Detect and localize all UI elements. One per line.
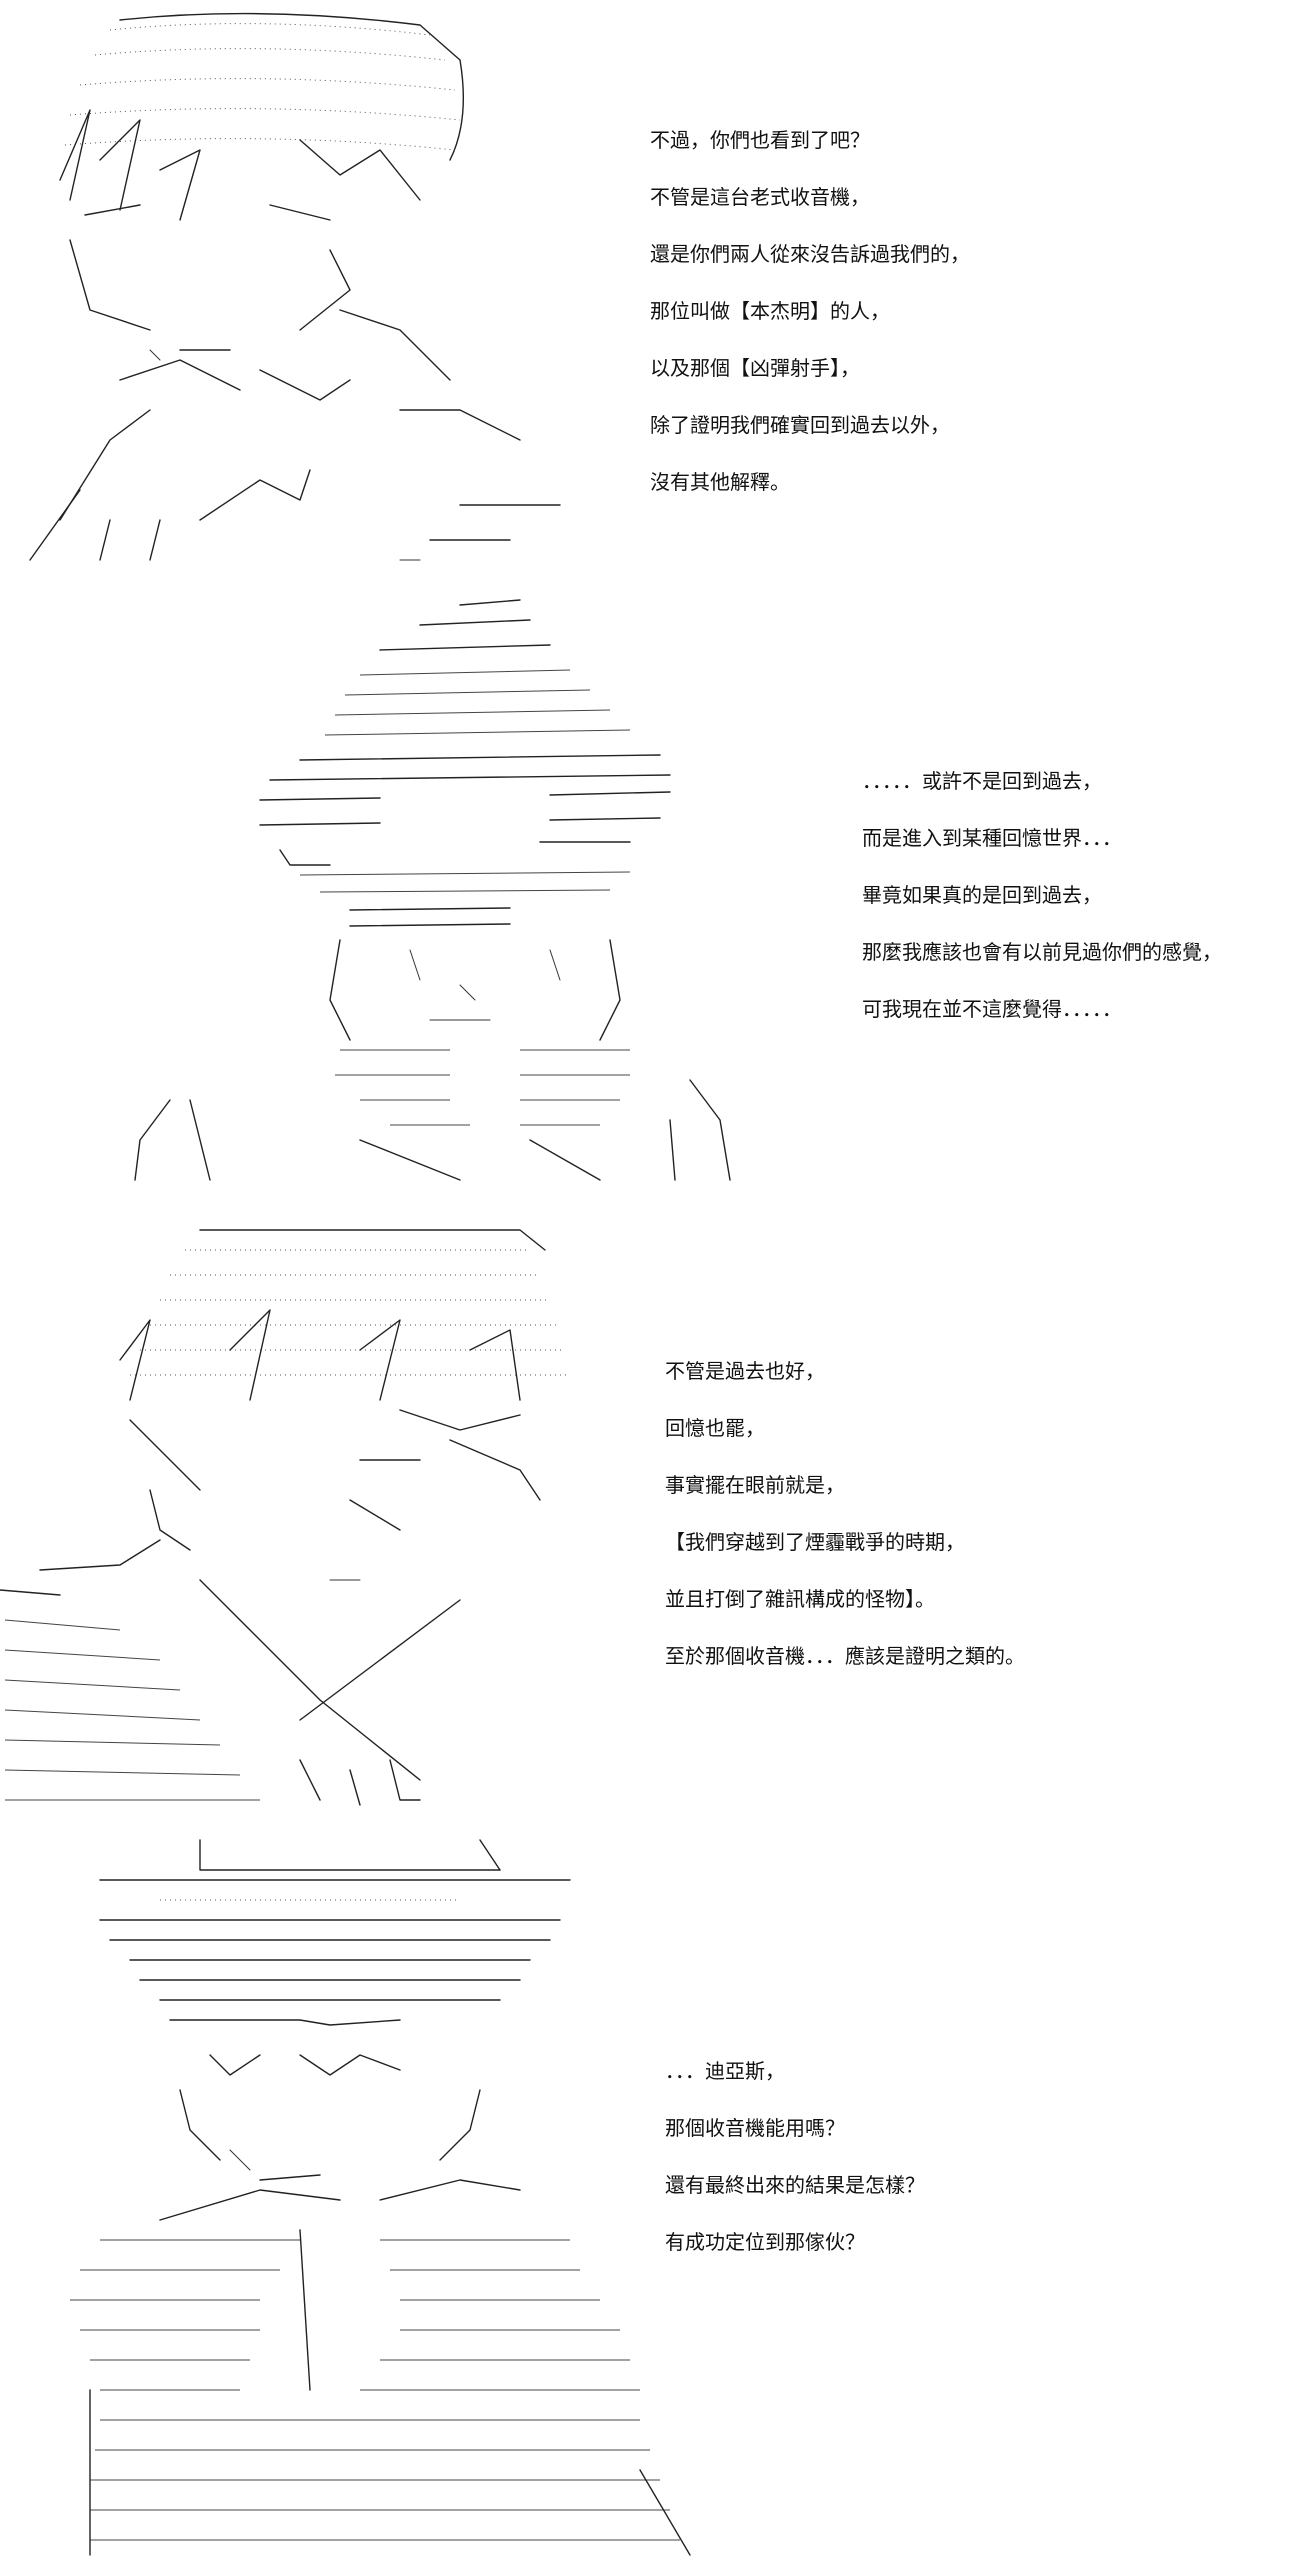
dialogue-line: 不管是這台老式收音機， bbox=[650, 185, 870, 209]
dialogue-line: 事實擺在眼前就是， bbox=[665, 1473, 845, 1497]
dialogue-block-1: 不過，你們也看到了吧？ 不管是這台老式收音機， 還是你們兩人從來沒告訴過我們的，… bbox=[650, 112, 970, 511]
dialogue-line: 不管是過去也好， bbox=[665, 1359, 825, 1383]
dialogue-line: 並且打倒了雜訊構成的怪物】。 bbox=[665, 1587, 935, 1611]
character-art-4 bbox=[0, 1830, 700, 2560]
dialogue-line: 有成功定位到那傢伙？ bbox=[665, 2230, 865, 2254]
ascii-art-figure-pointing bbox=[0, 1229, 570, 1806]
dialogue-line: 除了證明我們確實回到過去以外， bbox=[650, 413, 950, 437]
dialogue-line: 【我們穿越到了煙霾戰爭的時期， bbox=[665, 1530, 965, 1554]
ascii-art-figure-hat bbox=[134, 599, 731, 1181]
comic-panel-3: 不管是過去也好， 回憶也罷， 事實擺在眼前就是， 【我們穿越到了煙霾戰爭的時期，… bbox=[0, 1200, 1300, 1830]
dialogue-line: ．．．．．或許不是回到過去， bbox=[862, 769, 1102, 793]
dialogue-line: ．．．迪亞斯， bbox=[665, 2059, 785, 2083]
ascii-art-figure-coat bbox=[70, 1839, 691, 2556]
comic-panel-1: 不過，你們也看到了吧？ 不管是這台老式收音機， 還是你們兩人從來沒告訴過我們的，… bbox=[0, 0, 1300, 580]
dialogue-line: 可我現在並不這麼覺得．．．．． bbox=[862, 997, 1122, 1021]
dialogue-line: 那位叫做【本杰明】的人， bbox=[650, 299, 890, 323]
comic-panel-2: ．．．．．或許不是回到過去， 而是進入到某種回憶世界．．． 畢竟如果真的是回到過… bbox=[0, 580, 1300, 1200]
dialogue-line: 還是你們兩人從來沒告訴過我們的， bbox=[650, 242, 970, 266]
dialogue-line: 不過，你們也看到了吧？ bbox=[650, 128, 870, 152]
dialogue-line: 畢竟如果真的是回到過去， bbox=[862, 883, 1102, 907]
dialogue-line: 那麼我應該也會有以前見過你們的感覺， bbox=[862, 940, 1222, 964]
dialogue-line: 以及那個【凶彈射手】， bbox=[650, 356, 860, 380]
character-art-1 bbox=[0, 0, 600, 580]
ascii-art-figure-cap bbox=[29, 12, 561, 561]
dialogue-block-3: 不管是過去也好， 回憶也罷， 事實擺在眼前就是， 【我們穿越到了煙霾戰爭的時期，… bbox=[665, 1343, 1025, 1685]
dialogue-line: 沒有其他解釋。 bbox=[650, 470, 790, 494]
dialogue-line: 還有最終出來的結果是怎樣？ bbox=[665, 2173, 925, 2197]
dialogue-block-4: ．．．迪亞斯， 那個收音機能用嗎？ 還有最終出來的結果是怎樣？ 有成功定位到那傢… bbox=[665, 2043, 925, 2271]
character-art-2 bbox=[130, 580, 780, 1200]
dialogue-block-2: ．．．．．或許不是回到過去， 而是進入到某種回憶世界．．． 畢竟如果真的是回到過… bbox=[862, 753, 1222, 1038]
dialogue-line: 回憶也罷， bbox=[665, 1416, 765, 1440]
comic-panel-4: ．．．迪亞斯， 那個收音機能用嗎？ 還有最終出來的結果是怎樣？ 有成功定位到那傢… bbox=[0, 1830, 1300, 2560]
character-art-3 bbox=[0, 1200, 600, 1830]
dialogue-line: 至於那個收音機．．．應該是證明之類的。 bbox=[665, 1644, 1025, 1668]
dialogue-line: 那個收音機能用嗎？ bbox=[665, 2116, 845, 2140]
dialogue-line: 而是進入到某種回憶世界．．． bbox=[862, 826, 1122, 850]
